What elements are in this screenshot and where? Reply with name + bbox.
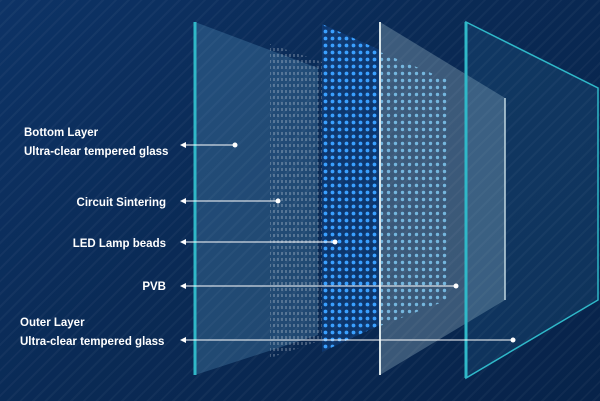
label-led-lamp-beads: LED Lamp beads	[73, 235, 166, 254]
circuit-sintering-panel	[270, 44, 322, 358]
pointer-led	[180, 239, 338, 245]
label-bottom-layer-material: Ultra-clear tempered glass	[24, 146, 169, 158]
led-lamp-panel	[322, 24, 448, 352]
label-outer-layer-title: Outer Layer	[20, 317, 85, 329]
label-outer-layer: Outer Layer Ultra-clear tempered glass	[20, 314, 164, 352]
pointer-pvb	[180, 283, 459, 289]
pvb-panel	[379, 22, 506, 375]
label-circuit-sintering-text: Circuit Sintering	[76, 197, 166, 209]
outer-glass-panel	[464, 20, 599, 380]
label-bottom-layer-title: Bottom Layer	[24, 127, 99, 139]
label-circuit-sintering: Circuit Sintering	[77, 194, 166, 213]
pointer-bottom	[180, 142, 238, 148]
label-outer-layer-material: Ultra-clear tempered glass	[20, 336, 165, 348]
pointer-circuit	[180, 198, 281, 204]
label-pvb: PVB	[142, 278, 166, 297]
pointer-outer	[180, 337, 516, 343]
label-pvb-text: PVB	[142, 281, 166, 293]
label-led-lamp-beads-text: LED Lamp beads	[72, 238, 166, 250]
label-bottom-layer: Bottom Layer Ultra-clear tempered glass	[24, 124, 168, 162]
